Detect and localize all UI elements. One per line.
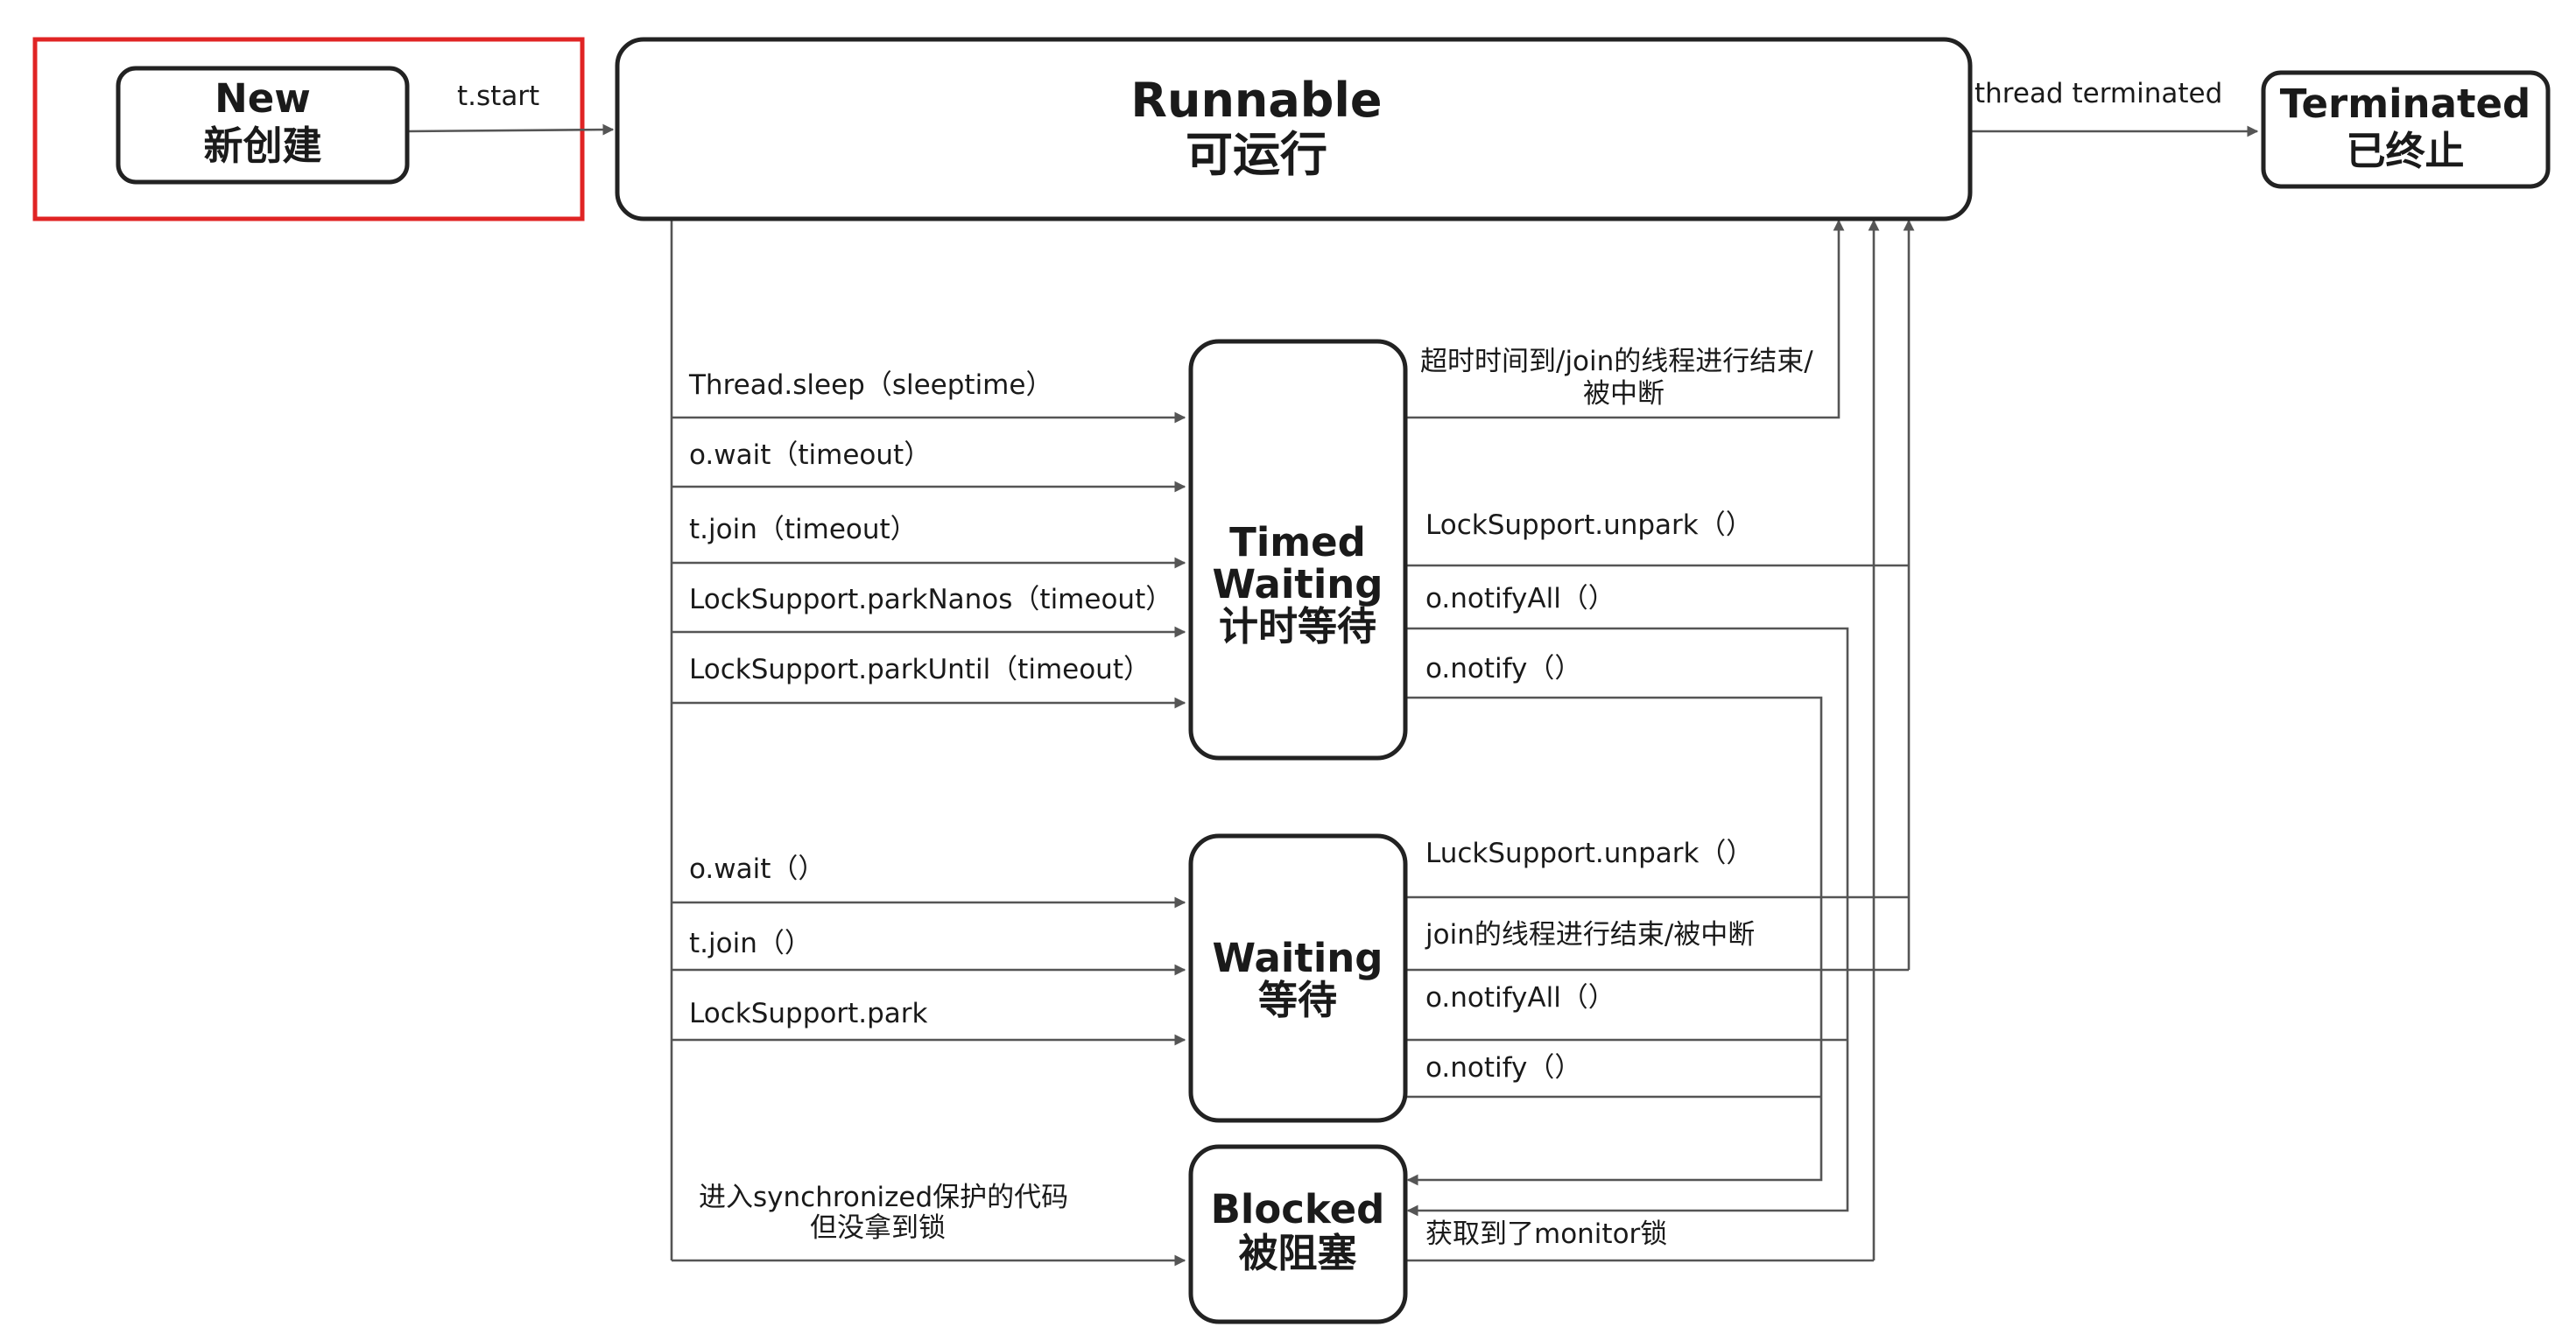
label-join: t.join（） — [689, 928, 812, 959]
state-new-en: New — [215, 75, 311, 122]
state-waiting-en: Waiting — [1212, 935, 1383, 981]
state-blocked-zh: 被阻塞 — [1238, 1230, 1356, 1276]
label-waiting-notify: o.notify（） — [1425, 1052, 1581, 1084]
state-runnable: Runnable 可运行 — [615, 37, 1973, 221]
label-timed-unpark: LockSupport.unpark（） — [1425, 509, 1753, 541]
state-blocked-en: Blocked — [1211, 1186, 1385, 1232]
label-park: LockSupport.park — [689, 998, 928, 1029]
label-sleep: Thread.sleep（sleeptime） — [688, 369, 1052, 401]
connectors — [406, 123, 2259, 1267]
state-terminated-zh: 已终止 — [2346, 128, 2464, 174]
state-timed-zh: 计时等待 — [1219, 603, 1376, 649]
state-new: New 新创建 — [116, 66, 410, 185]
state-timed-en1: Timed — [1229, 519, 1366, 565]
label-monitor-acquired: 获取到了monitor锁 — [1425, 1218, 1667, 1250]
state-blocked: Blocked 被阻塞 — [1188, 1144, 1408, 1324]
label-waiting-unpark: LuckSupport.unpark（） — [1425, 838, 1753, 869]
label-wait: o.wait（） — [689, 853, 825, 885]
label-timeout-line2: 被中断 — [1583, 378, 1665, 410]
label-timeout-line1: 超时时间到/join的线程进行结束/ — [1420, 346, 1813, 377]
label-timed-notifyall: o.notifyAll（） — [1425, 583, 1615, 614]
label-sync-line2: 但没拿到锁 — [810, 1212, 946, 1244]
state-timed-waiting: Timed Waiting 计时等待 — [1188, 339, 1408, 761]
state-waiting: Waiting 等待 — [1188, 833, 1408, 1123]
label-sync-line1: 进入synchronized保护的代码 — [699, 1182, 1068, 1213]
state-waiting-zh: 等待 — [1258, 977, 1337, 1023]
state-runnable-en: Runnable — [1130, 73, 1382, 128]
label-join-timeout: t.join（timeout） — [689, 514, 918, 545]
label-start: t.start — [457, 81, 539, 112]
state-terminated: Terminated 已终止 — [2261, 70, 2551, 189]
state-timed-en2: Waiting — [1212, 561, 1383, 607]
label-timed-notify: o.notify（） — [1425, 653, 1581, 685]
label-waiting-notifyall: o.notifyAll（） — [1425, 982, 1615, 1014]
state-runnable-zh: 可运行 — [1186, 127, 1327, 182]
label-waiting-join-end: join的线程进行结束/被中断 — [1425, 919, 1755, 951]
label-park-nanos: LockSupport.parkNanos（timeout） — [689, 584, 1172, 615]
label-wait-timeout: o.wait（timeout） — [689, 439, 931, 471]
state-terminated-en: Terminated — [2280, 81, 2530, 127]
label-park-until: LockSupport.parkUntil（timeout） — [689, 654, 1151, 685]
label-terminated: thread terminated — [1974, 78, 2222, 109]
state-new-zh: 新创建 — [203, 123, 321, 169]
